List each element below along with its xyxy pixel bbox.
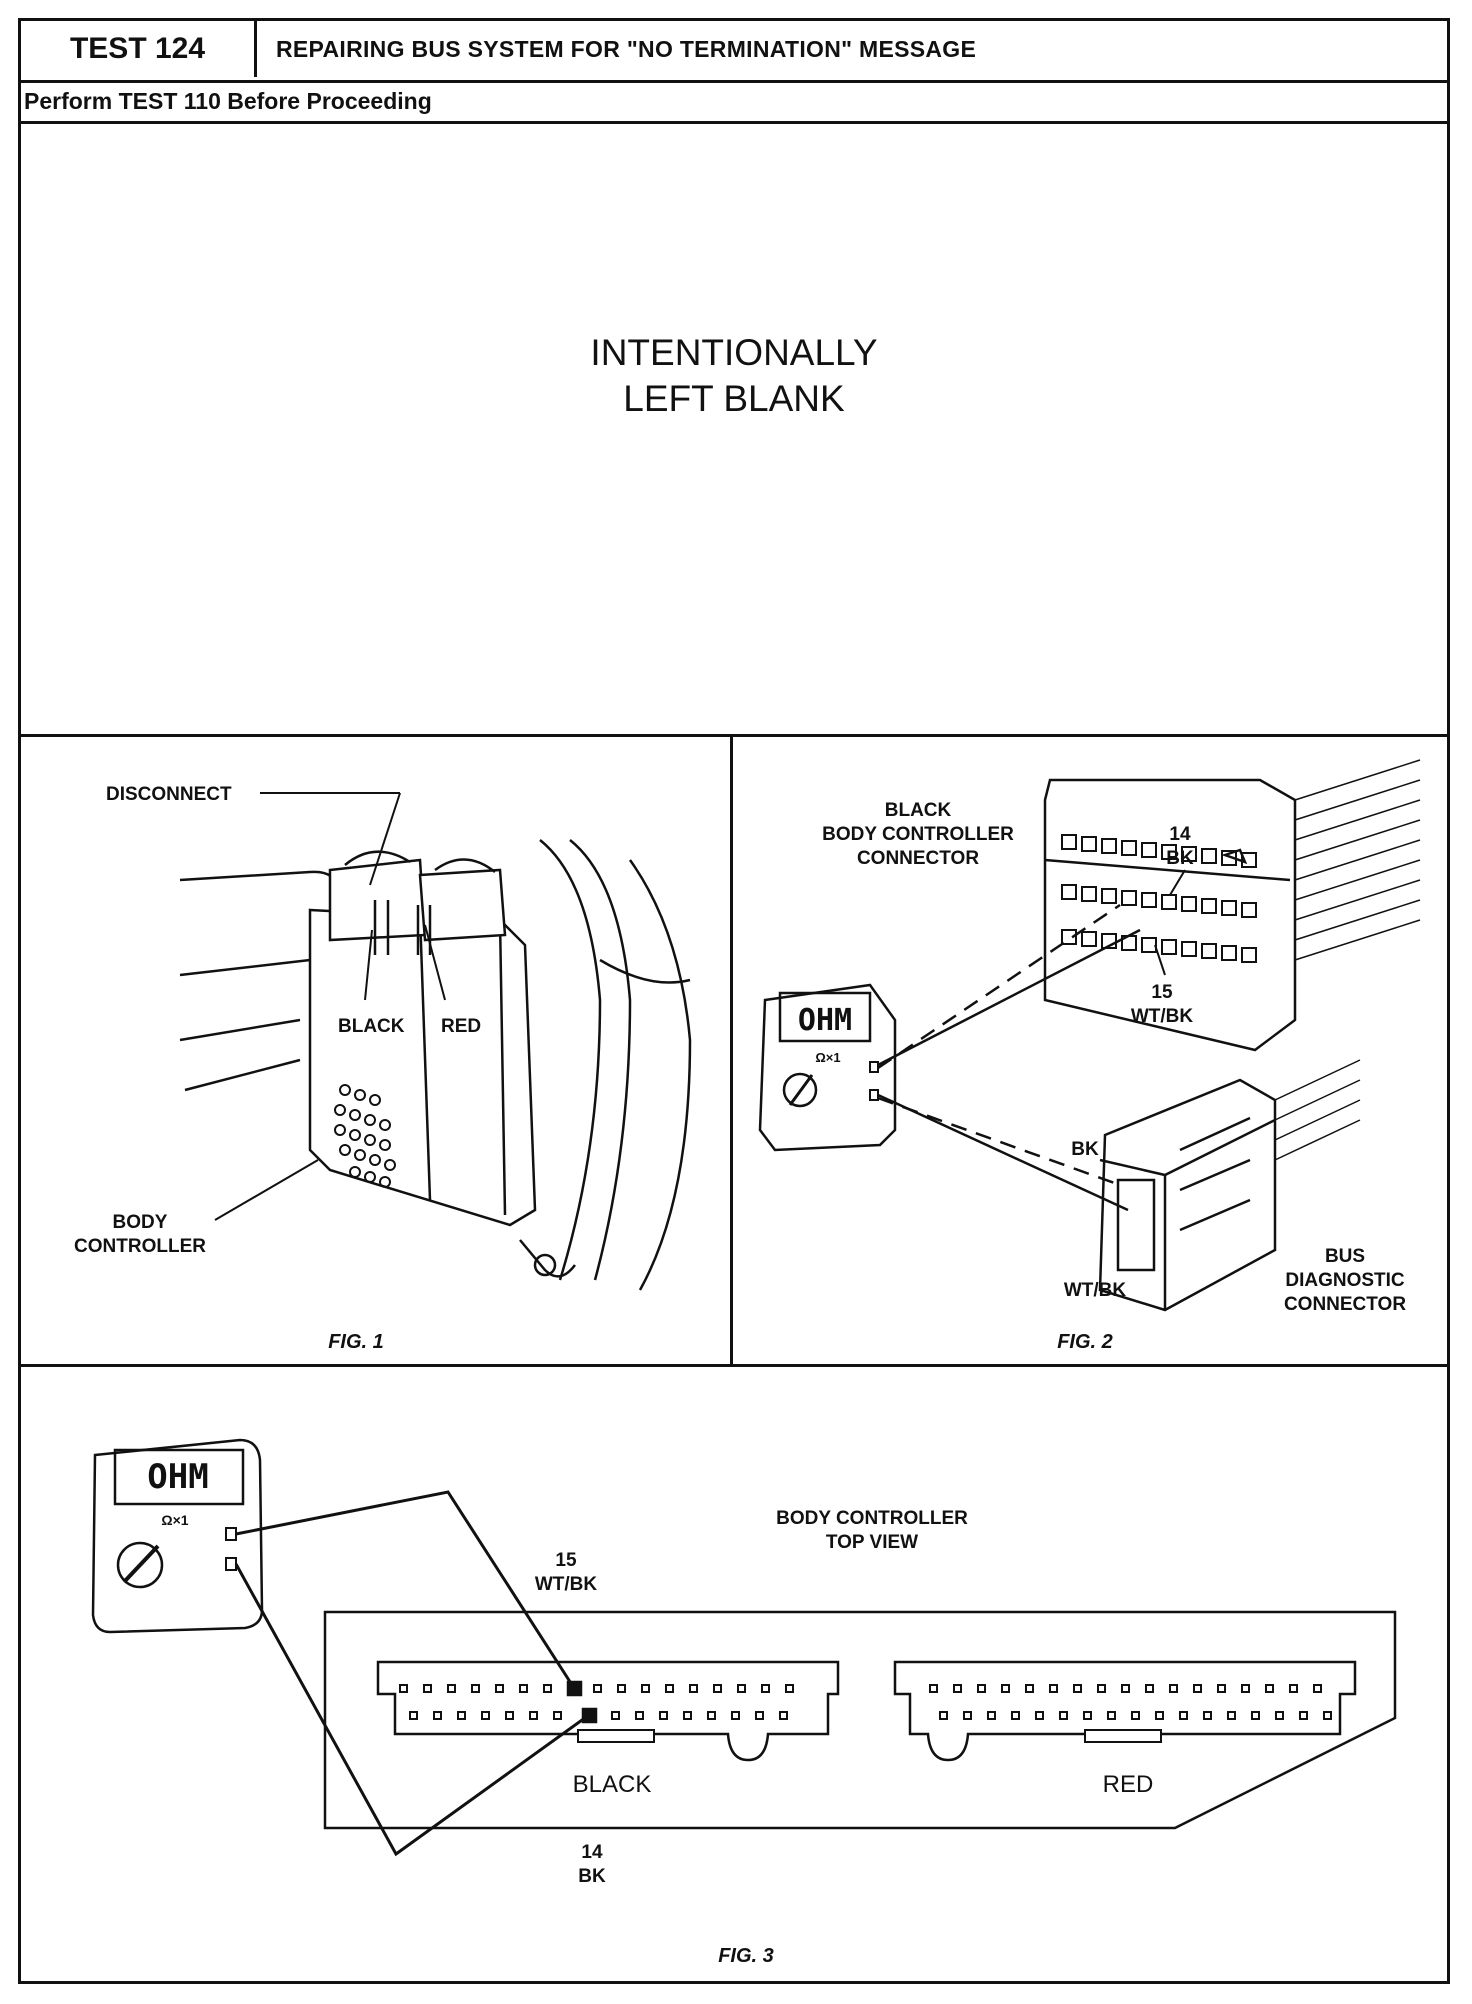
blank-line-1: INTENTIONALLY [590,332,878,373]
blank-line-2: LEFT BLANK [623,378,845,419]
fig2-bus-label-3: CONNECTOR [1284,1294,1406,1315]
fig3-black-connector [376,1660,840,1762]
fig3-top-label-1: BODY CONTROLLER [776,1508,968,1529]
fig3-pin14-highlight [581,1707,598,1724]
fig1-illustration [179,792,692,1291]
fig3-caption: FIG. 3 [718,1945,774,1967]
fig1-black-label: BLACK [338,1016,405,1037]
test-number: TEST 124 [21,21,257,77]
fig3-illustration [91,1438,1397,1857]
fig3-red-label: RED [1103,1771,1154,1798]
fig2-pin15-color: WT/BK [1131,1006,1194,1027]
fig3-pin14-number: 14 [581,1842,603,1863]
fig2-wtbk-label: WT/BK [1064,1280,1127,1301]
fig3-probe-lead-bk [234,1563,590,1857]
fig1-disconnect-label: DISCONNECT [106,784,232,805]
test-header: TEST 124 REPAIRING BUS SYSTEM FOR "NO TE… [18,18,1450,80]
fig3-black-pins [399,1684,794,1720]
figure-divider-vertical [730,734,733,1366]
fig2-connector-label-3: CONNECTOR [857,848,979,869]
fig3-red-pins [929,1684,1332,1720]
fig2-meter-display: OHM [798,1003,852,1038]
fig3-pin14-color: BK [578,1866,606,1887]
fig3-meter-range: Ω×1 [161,1512,188,1528]
fig2-bus-label-2: DIAGNOSTIC [1285,1270,1405,1291]
red-connector [418,868,507,942]
fig2-connector-label-2: BODY CONTROLLER [822,824,1014,845]
fig3-probe-lead-wtbk [235,1490,576,1689]
fig2-pin15-number: 15 [1151,982,1173,1003]
prerequisite-note: Perform TEST 110 Before Proceeding [24,88,432,114]
fig2-bus-label-1: BUS [1325,1246,1365,1267]
fig1-caption: FIG. 1 [328,1331,384,1353]
vent-holes [334,1084,396,1188]
fig3-top-label-2: TOP VIEW [826,1532,918,1553]
fig1-body-label: BODY [113,1212,168,1233]
fig3-pin15-color: WT/BK [535,1574,598,1595]
fig2-caption: FIG. 2 [1057,1331,1113,1353]
intentionally-blank-notice: INTENTIONALLY LEFT BLANK [18,330,1450,422]
subtitle-divider [18,121,1450,124]
section-divider-middle [18,1364,1450,1367]
fig2-pin14-color: BK [1166,848,1194,869]
test-title: REPAIRING BUS SYSTEM FOR "NO TERMINATION… [276,35,977,62]
fig2-black-connector [1043,759,1421,1052]
fig3-meter-display: OHM [147,1457,208,1497]
fig2-bk-label: BK [1071,1139,1099,1160]
fig2-meter-range: Ω×1 [815,1050,840,1065]
fig2-connector-label-1: BLACK [885,800,952,821]
fig2-ohmmeter [758,983,897,1152]
fig2-pin14-number: 14 [1169,824,1191,845]
fig3-pin15-number: 15 [555,1550,577,1571]
black-connector [328,858,427,942]
fig3-ohmmeter [91,1438,264,1634]
header-divider [18,80,1450,83]
fig2-bus-diagnostic-connector [1098,1059,1361,1312]
fig1-controller-label: CONTROLLER [74,1236,206,1257]
page-frame [18,18,1450,1984]
fig1-red-label: RED [441,1016,481,1037]
section-divider-top [18,734,1450,737]
fig3-black-label: BLACK [573,1771,652,1798]
fig2-illustration [758,759,1421,1312]
